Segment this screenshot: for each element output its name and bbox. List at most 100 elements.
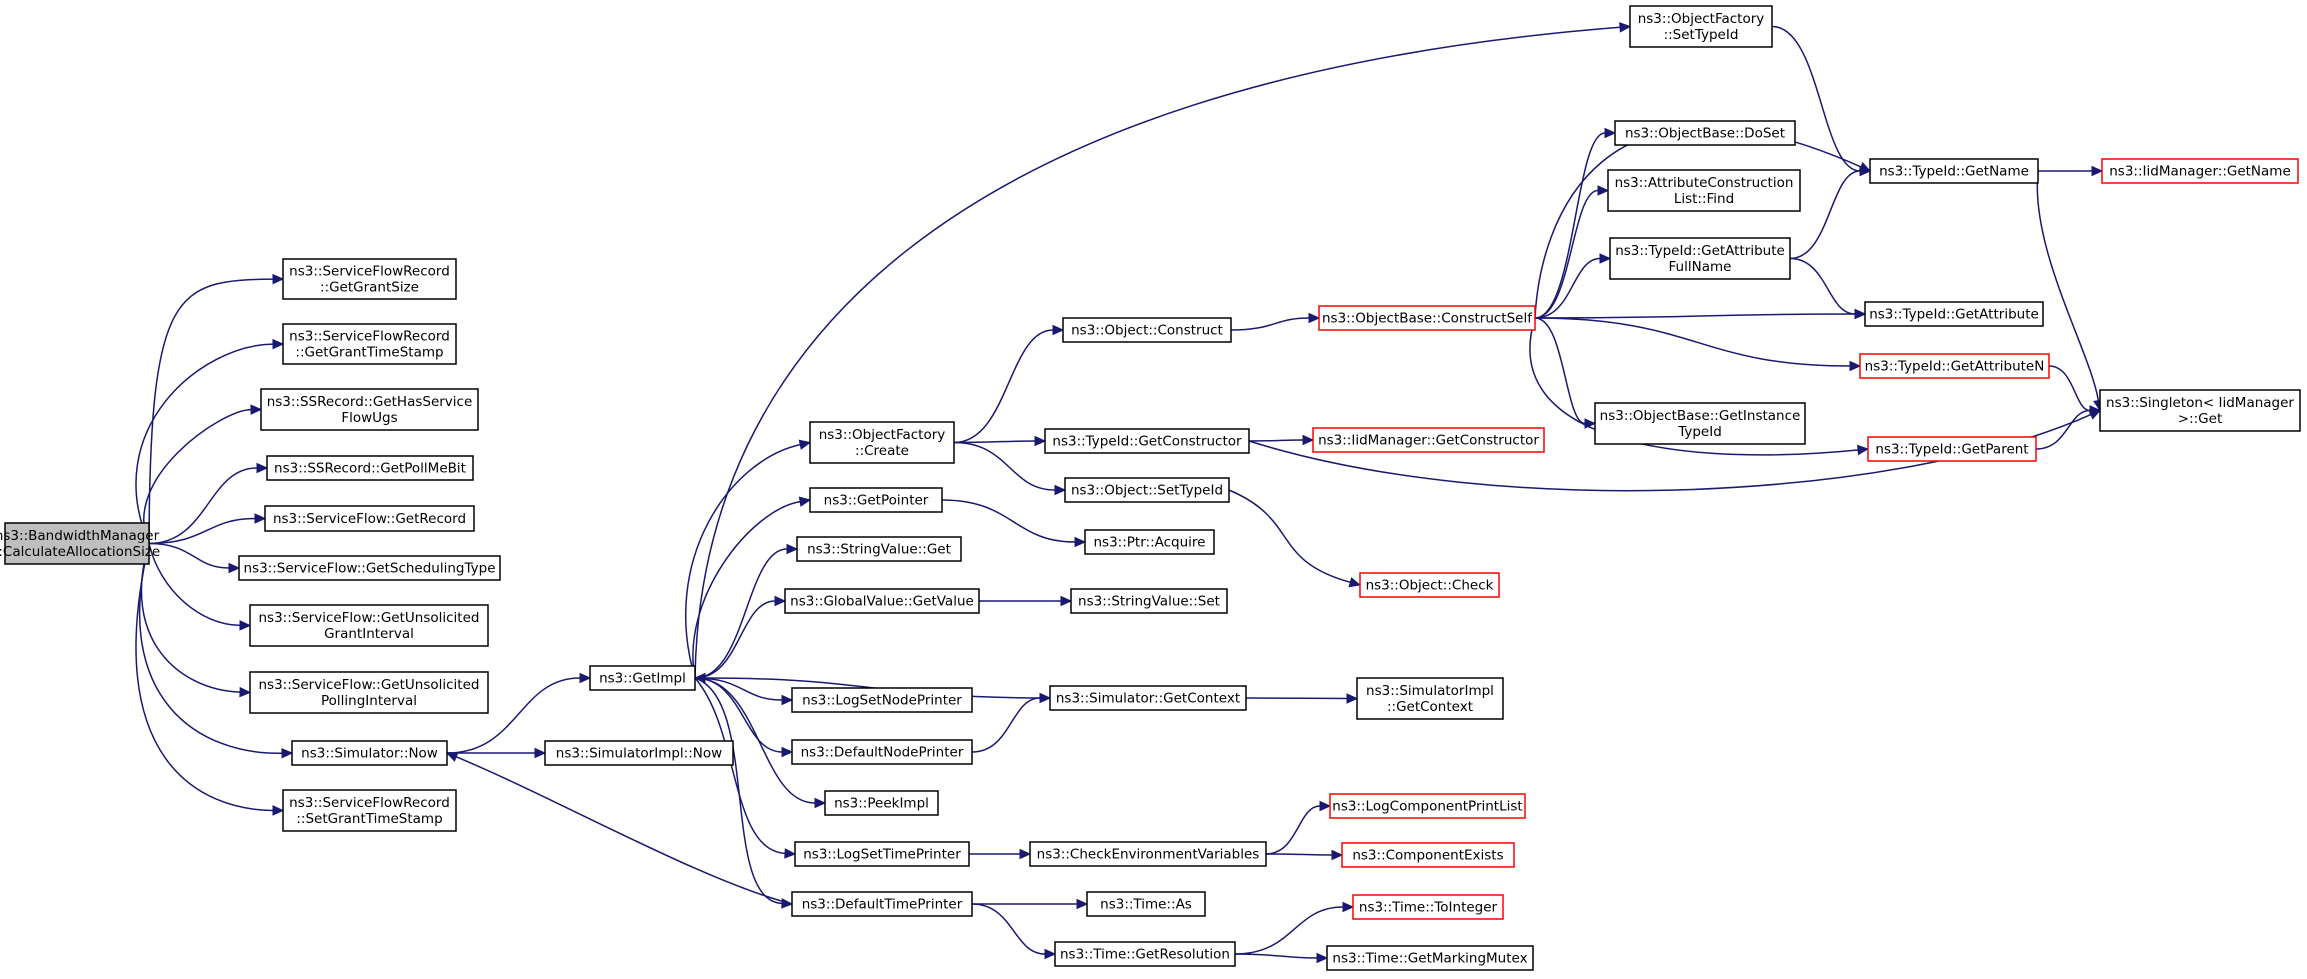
node-logsettimeprinter[interactable]: ns3::LogSetTimePrinter xyxy=(794,841,970,867)
node-objectbase-constructself[interactable]: ns3::ObjectBase::ConstructSelf xyxy=(1318,305,1536,331)
arrowhead-icon xyxy=(1619,22,1632,33)
node-simimpl-now[interactable]: ns3::SimulatorImpl::Now xyxy=(544,740,734,766)
call-edge xyxy=(971,903,1046,955)
node-label: ns3::TypeId::GetAttribute xyxy=(1615,243,1785,259)
call-edge xyxy=(135,343,274,544)
arrowhead-icon xyxy=(1331,849,1344,861)
node-logsetnodeprinter[interactable]: ns3::LogSetNodePrinter xyxy=(791,687,973,713)
arrowhead-icon xyxy=(1034,435,1047,447)
truncated-node-box xyxy=(1359,572,1500,598)
arrowhead-icon xyxy=(1019,848,1032,860)
node-singleton-get[interactable]: ns3::Singleton< IidManager >::Get xyxy=(2099,389,2301,432)
node-box xyxy=(1629,5,1773,48)
node-globalvalue-getvalue[interactable]: ns3::GlobalValue::GetValue xyxy=(784,588,980,614)
node-iidmanager-getconstructor[interactable]: ns3::IidManager::GetConstructor xyxy=(1312,427,1545,453)
node-typeid-getattribute[interactable]: ns3::TypeId::GetAttribute xyxy=(1864,301,2044,327)
node-label: ns3::LogSetNodePrinter xyxy=(802,693,962,709)
node-sf-schedtype[interactable]: ns3::ServiceFlow::GetSchedulingType xyxy=(238,555,501,581)
node-defaulttimeprinter[interactable]: ns3::DefaultTimePrinter xyxy=(791,891,973,917)
node-box xyxy=(1356,677,1504,720)
node-typeid-getparent[interactable]: ns3::TypeId::GetParent xyxy=(1867,436,2037,462)
node-box xyxy=(1086,891,1206,917)
node-objectbase-doset[interactable]: ns3::ObjectBase::DoSet xyxy=(1614,120,1796,146)
node-ptr-acquire[interactable]: ns3::Ptr::Acquire xyxy=(1084,529,1215,555)
node-of-create[interactable]: ns3::ObjectFactory::Create xyxy=(809,421,955,464)
node-box xyxy=(249,671,489,714)
node-logcomponentprintlist[interactable]: ns3::LogComponentPrintList xyxy=(1329,793,1526,819)
call-edge xyxy=(694,677,783,905)
arrowhead-icon xyxy=(239,686,252,698)
node-sfr-getgranttimestamp[interactable]: ns3::ServiceFlowRecord::GetGrantTimeStam… xyxy=(282,323,457,365)
node-sfr-getgrantsize[interactable]: ns3::ServiceFlowRecord::GetGrantSize xyxy=(282,258,457,300)
node-time-as[interactable]: ns3::Time::As xyxy=(1086,891,1206,917)
call-edge xyxy=(1534,132,1606,319)
node-label: ns3::GetImpl xyxy=(599,671,686,687)
arrowhead-icon xyxy=(1316,952,1329,964)
node-sim-now[interactable]: ns3::Simulator::Now xyxy=(291,740,448,766)
node-label: ::GetGrantSize xyxy=(320,280,419,296)
node-simimpl-getcontext[interactable]: ns3::SimulatorImpl::GetContext xyxy=(1356,677,1504,720)
node-sf-unsol-poll[interactable]: ns3::ServiceFlow::GetUnsolicitedPollingI… xyxy=(249,671,489,714)
arrowhead-icon xyxy=(1849,360,1862,372)
arrowhead-icon xyxy=(254,513,267,524)
arrowhead-icon xyxy=(1054,484,1067,496)
node-stringvalue-get[interactable]: ns3::StringValue::Get xyxy=(796,536,962,562)
node-label: ns3::LogSetTimePrinter xyxy=(803,847,961,863)
node-box xyxy=(1084,529,1215,555)
arrowhead-icon xyxy=(693,672,706,684)
node-stringvalue-set[interactable]: ns3::StringValue::Set xyxy=(1070,588,1228,614)
call-edge xyxy=(1534,317,1851,367)
node-of-settypeid[interactable]: ns3::ObjectFactory::SetTypeId xyxy=(1629,5,1773,48)
node-defaultnodeprinter[interactable]: ns3::DefaultNodePrinter xyxy=(791,739,973,765)
node-typeid-getname[interactable]: ns3::TypeId::GetName xyxy=(1869,158,2039,184)
node-peekimpl[interactable]: ns3::PeekImpl xyxy=(824,790,939,816)
node-label: ns3::Time::As xyxy=(1100,897,1192,913)
node-box xyxy=(1326,945,1534,971)
node-label: ns3::SimulatorImpl::Now xyxy=(556,746,722,762)
node-time-getmarkingmutex[interactable]: ns3::Time::GetMarkingMutex xyxy=(1326,945,1534,971)
node-box xyxy=(791,739,973,765)
node-sf-unsol-grant[interactable]: ns3::ServiceFlow::GetUnsolicitedGrantInt… xyxy=(249,604,489,647)
node-object-construct[interactable]: ns3::Object::Construct xyxy=(1062,317,1232,343)
arrowhead-icon xyxy=(1308,312,1321,324)
node-iidmanager-getname[interactable]: ns3::IidManager::GetName xyxy=(2101,158,2299,184)
call-edge xyxy=(135,543,274,812)
arrowhead-icon xyxy=(228,562,241,574)
node-sf-getrecord[interactable]: ns3::ServiceFlow::GetRecord xyxy=(264,505,475,532)
call-edge xyxy=(1248,439,1304,442)
call-edge xyxy=(1789,257,1856,315)
node-typeid-getattributen[interactable]: ns3::TypeId::GetAttributeN xyxy=(1859,353,2050,379)
arrowhead-icon xyxy=(1319,800,1332,812)
call-edge xyxy=(1534,313,1856,319)
arrowhead-icon xyxy=(2091,165,2104,177)
node-root[interactable]: ns3::BandwidthManager::CalculateAllocati… xyxy=(0,522,160,565)
node-label: ns3::ServiceFlowRecord xyxy=(289,795,450,811)
node-label: ns3::TypeId::GetName xyxy=(1879,164,2029,180)
node-typeid-getconstructor[interactable]: ns3::TypeId::GetConstructor xyxy=(1044,428,1250,454)
node-checkenv[interactable]: ns3::CheckEnvironmentVariables xyxy=(1029,841,1267,867)
node-ss-pollmebit[interactable]: ns3::SSRecord::GetPollMeBit xyxy=(266,455,474,481)
node-label: ns3::Ptr::Acquire xyxy=(1094,535,1206,551)
call-edge xyxy=(143,408,252,544)
node-getimpl[interactable]: ns3::GetImpl xyxy=(589,665,696,691)
arrowhead-icon xyxy=(1076,898,1089,910)
node-componentexists[interactable]: ns3::ComponentExists xyxy=(1341,842,1515,868)
node-label: ns3::Simulator::GetContext xyxy=(1056,691,1240,707)
node-label: ns3::SSRecord::GetHasService xyxy=(267,394,473,410)
truncated-node-box xyxy=(1352,894,1504,920)
node-label: ns3::Time::GetResolution xyxy=(1060,947,1230,963)
node-getpointer[interactable]: ns3::GetPointer xyxy=(809,487,943,513)
node-time-getresolution[interactable]: ns3::Time::GetResolution xyxy=(1054,941,1236,967)
node-sim-getcontext[interactable]: ns3::Simulator::GetContext xyxy=(1049,685,1247,711)
node-object-settypeid[interactable]: ns3::Object::SetTypeId xyxy=(1064,477,1230,503)
call-edge xyxy=(694,600,776,679)
node-sfr-setgranttimestamp[interactable]: ns3::ServiceFlowRecord::SetGrantTimeStam… xyxy=(282,789,457,832)
node-object-check[interactable]: ns3::Object::Check xyxy=(1359,572,1500,598)
truncated-node-box xyxy=(1329,793,1526,819)
call-edge xyxy=(1228,489,1351,584)
node-time-tointeger[interactable]: ns3::Time::ToInteger xyxy=(1352,894,1504,920)
